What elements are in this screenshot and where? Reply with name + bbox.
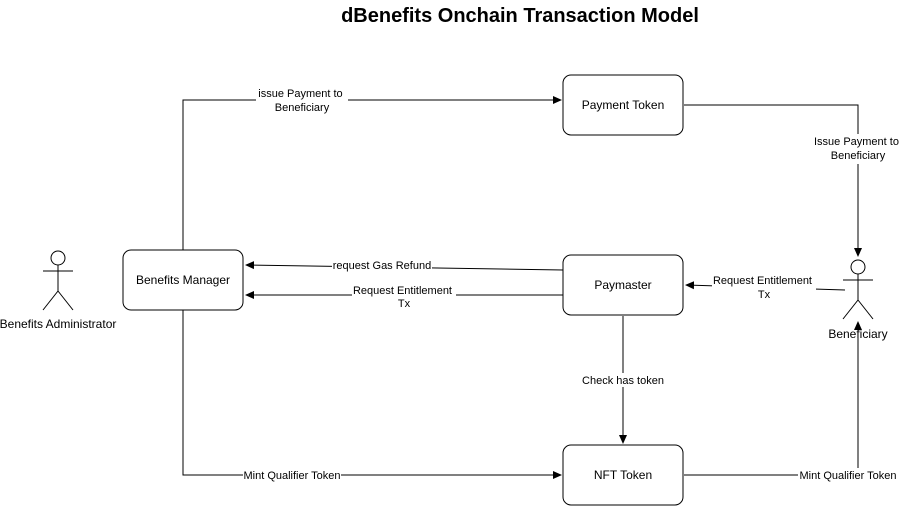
node-nft-token: NFT Token (562, 444, 684, 506)
node-payment-token-label: Payment Token (582, 98, 665, 112)
node-benefits-manager-label: Benefits Manager (136, 273, 230, 287)
edge-label-request-entitlement-manager: Request Entitlement Tx (353, 285, 455, 310)
edge-label-mint-qualifier-manager: Mint Qualifier Token (243, 470, 340, 482)
edge-label-check-has-token: Check has token (582, 375, 664, 387)
diagram-title: dBenefits Onchain Transaction Model (341, 5, 699, 27)
edge-label-request-entitlement-beneficiary: Request Entitlement Tx (713, 275, 815, 301)
node-paymaster: Paymaster (562, 254, 684, 316)
node-payment-token: Payment Token (562, 74, 684, 136)
stick-figure-icon (842, 259, 874, 320)
edge-label-issue-payment-manager: issue Payment to Beneficiary (258, 88, 345, 114)
edge-label-mint-qualifier-beneficiary: Mint Qualifier Token (799, 470, 896, 482)
edge-mint-qualifier-beneficiary (684, 321, 862, 476)
actor-benefits-administrator-label: Benefits Administrator (0, 317, 116, 331)
edge-mint-qualifier-manager (182, 310, 562, 479)
edge-issue-payment-token (684, 104, 862, 257)
actor-benefits-administrator: Benefits Administrator (0, 250, 116, 331)
edge-label-issue-payment-token: Issue Payment to Beneficiary (814, 136, 901, 162)
edge-issue-payment-manager (182, 96, 562, 250)
node-paymaster-label: Paymaster (594, 278, 651, 292)
actor-beneficiary-label: Beneficiary (828, 327, 887, 341)
actor-beneficiary: Beneficiary (828, 259, 888, 341)
node-benefits-manager: Benefits Manager (122, 249, 244, 311)
stick-figure-icon (42, 250, 74, 311)
edge-label-request-gas-refund: request Gas Refund (333, 260, 431, 272)
node-nft-token-label: NFT Token (594, 468, 652, 482)
